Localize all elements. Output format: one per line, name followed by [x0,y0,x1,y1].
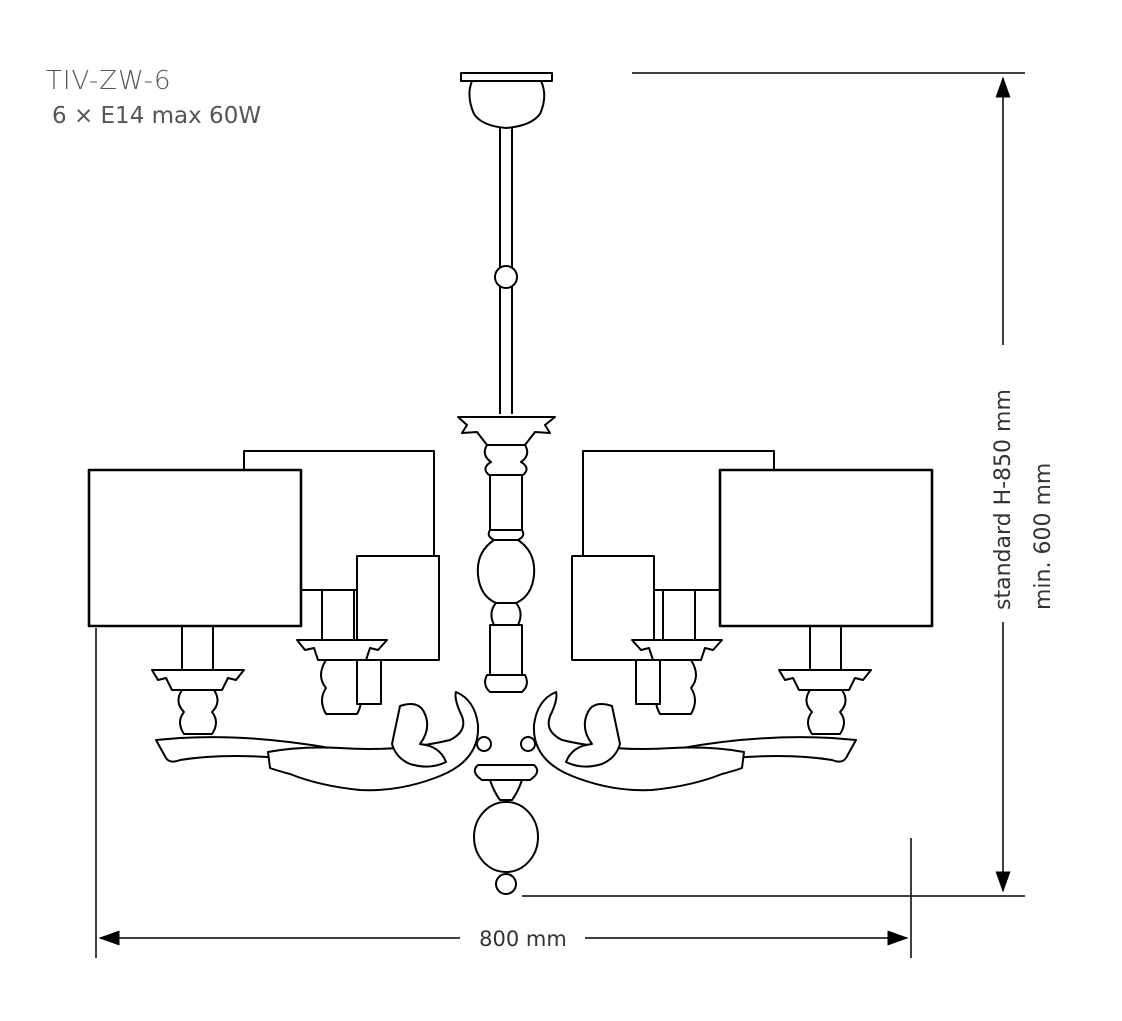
width-dimension [95,628,912,958]
height-standard-label: standard H-850 mm [991,389,1016,610]
chandelier-arms [155,691,857,792]
lampshade-front-left [87,468,303,628]
width-label: 800 mm [479,927,567,951]
lampshade-front-right [718,468,934,628]
arm-middle-right [532,691,745,792]
arm-inner-right [565,703,621,768]
bottom-sphere [473,801,539,873]
model-code: TIV-ZW-6 [46,66,172,96]
arm-inner-left [391,703,447,768]
back-candle-holders [296,589,723,715]
arm-middle-left [267,691,480,792]
central-column [457,416,556,895]
height-min-label: min. 600 mm [1031,463,1056,610]
suspension-rod [494,128,518,414]
lampshade-inner-right [571,555,655,661]
front-candle-holders [151,625,872,735]
bottom-finial [495,873,517,895]
ceiling-canopy [460,72,553,129]
bulb-spec: 6 × E14 max 60W [52,103,262,129]
height-dimension [522,72,1025,897]
front-lampshades [87,468,934,628]
